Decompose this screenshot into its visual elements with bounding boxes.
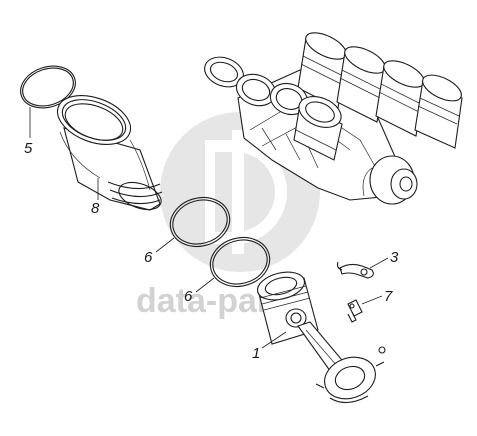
callout-1: 1	[252, 345, 260, 362]
seal-ring-lower-inner	[212, 239, 268, 285]
bolt-socket	[349, 303, 355, 309]
part-liner-o-ring	[20, 65, 76, 109]
piston-back-3-rings	[378, 83, 422, 113]
bore-4-inner	[305, 101, 335, 123]
seal-ring-upper-outer	[169, 197, 231, 247]
liner-seal-groove-3	[111, 197, 161, 205]
bolt-shank	[347, 311, 357, 323]
callout-5: 5	[24, 140, 33, 157]
piston-bowl	[264, 276, 298, 296]
leader-3	[369, 257, 389, 269]
part-liner-seal-ring-lower	[209, 237, 271, 287]
callout-6-upper: 6	[144, 249, 153, 266]
piston-pin	[290, 312, 302, 324]
bore-4	[298, 96, 342, 128]
liner-seal-groove-1	[107, 181, 161, 190]
seal-ring-lower-outer	[209, 237, 271, 287]
oil-nozzle-tip	[336, 261, 343, 271]
piston-back-2-rings	[339, 69, 383, 99]
liner-bore	[64, 103, 124, 141]
back-row-pistons	[297, 32, 463, 149]
liner-side-right	[129, 139, 151, 191]
con-rod-big-end	[324, 356, 376, 400]
piston-back-4-top	[422, 74, 462, 102]
leader-7	[361, 295, 383, 305]
watermark-logo-bar	[232, 130, 244, 254]
liner-side-left	[59, 131, 101, 179]
front-cylinder-band	[295, 129, 337, 151]
part-piston-rod-assembly	[256, 271, 386, 404]
oil-nozzle-hole	[360, 268, 368, 276]
o-ring-outer	[20, 65, 76, 109]
liner-bottom	[118, 181, 162, 211]
bore-1-inner	[209, 61, 239, 83]
piston-pin-boss	[285, 308, 307, 328]
con-rod-cap-bolts	[315, 361, 385, 389]
con-rod-bolt-head	[378, 346, 386, 354]
piston-ring-grooves	[259, 285, 311, 311]
leader-6-upper	[155, 237, 175, 253]
crank-hub-center	[399, 176, 413, 192]
front-row-bores	[204, 56, 343, 161]
callout-6-lower: 6	[184, 288, 193, 305]
part-oil-nozzle	[336, 261, 374, 279]
part-liner-seal-ring-upper	[169, 197, 231, 247]
leader-1	[261, 331, 287, 349]
crank-flange	[362, 167, 373, 197]
bolt-head	[347, 299, 363, 317]
callout-7: 7	[384, 288, 393, 305]
block-con-rods	[261, 127, 319, 169]
seal-ring-upper-inner	[172, 199, 228, 245]
liner-top-flange	[56, 95, 132, 145]
o-ring-inner	[22, 67, 74, 107]
oil-nozzle-body	[339, 263, 374, 279]
crank-hub	[390, 168, 418, 200]
leader-6-lower	[195, 277, 215, 293]
callout-3: 3	[390, 249, 399, 266]
bore-2-inner	[241, 78, 271, 102]
con-rod-bearing	[334, 365, 366, 391]
con-rod-cap	[329, 395, 369, 404]
piston-crown	[256, 271, 306, 301]
watermark-logo-glyph-inner	[215, 152, 275, 232]
engine-block-assembly	[204, 32, 463, 205]
part-nozzle-bolt	[347, 299, 363, 323]
piston-back-4-rings	[417, 97, 460, 125]
callout-8: 8	[91, 200, 100, 217]
piston-back-1-rings	[300, 55, 344, 85]
part-cylinder-liner	[56, 95, 163, 211]
